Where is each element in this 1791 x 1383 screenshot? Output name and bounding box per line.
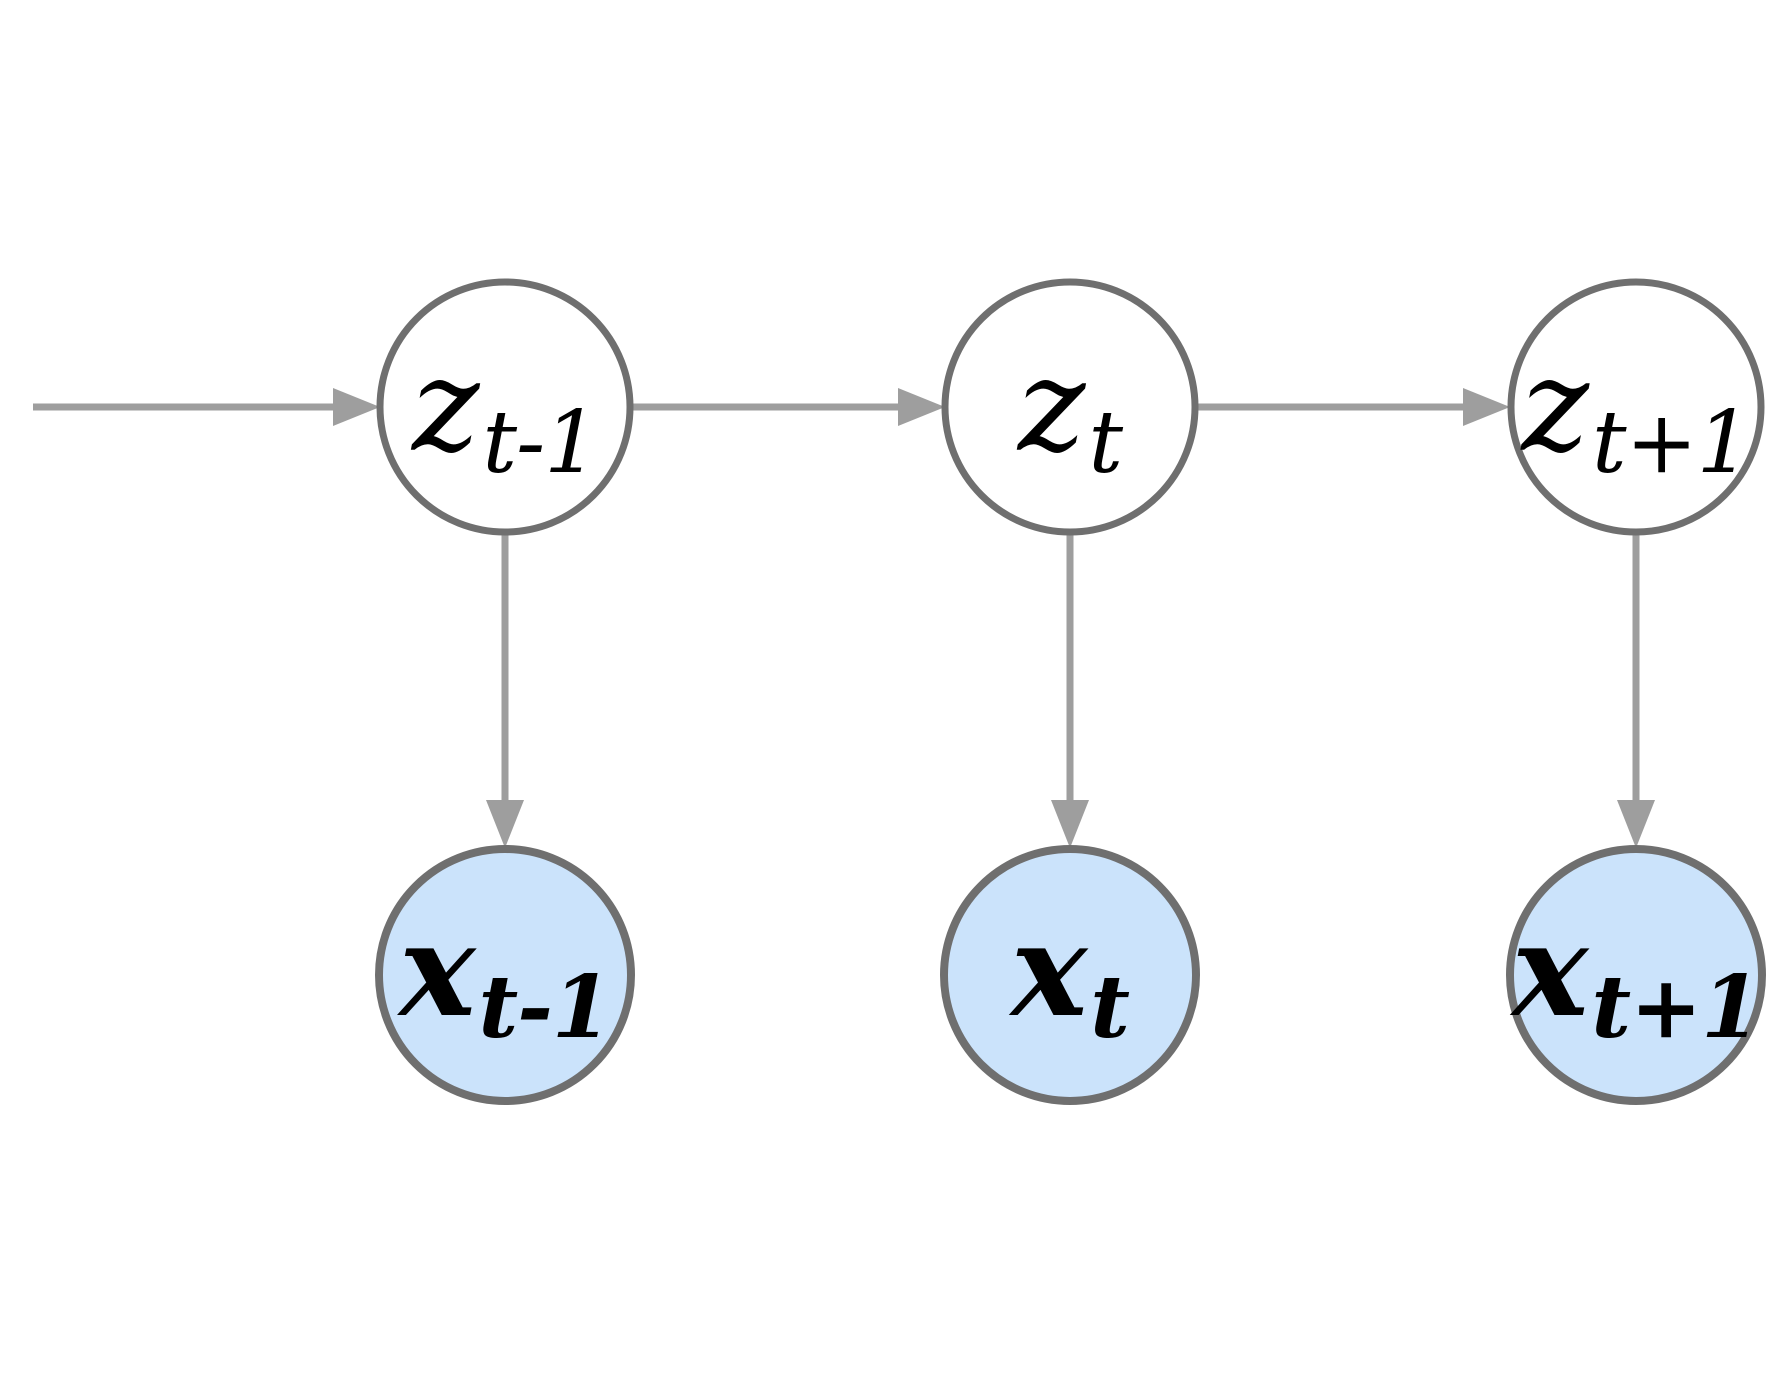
observed-node-x-t-minus-1 [375, 845, 635, 1105]
node-label-z-t-minus-1: zt-1 [355, 281, 655, 533]
edge-z-t-to-x-t [1051, 533, 1089, 848]
arrow-head-icon [1617, 800, 1655, 848]
variable-subscript: t-1 [478, 957, 612, 1058]
edge-z-t-minus-1-to-x-t-minus-1 [486, 533, 524, 848]
edge-z-t-minus-1-to-z-t [630, 388, 945, 426]
variable-subscript: t-1 [482, 393, 599, 493]
arrow-head-icon [486, 800, 524, 848]
observed-node-x-t-plus-1 [1506, 845, 1766, 1105]
variable-symbol: z [1521, 332, 1590, 481]
edge-z-t-plus-1-to-x-t-plus-1 [1617, 533, 1655, 848]
node-label-x-t-plus-1: xt+1 [1486, 845, 1786, 1097]
node-label-z-t-plus-1: zt+1 [1486, 281, 1786, 533]
variable-symbol: x [399, 896, 476, 1046]
latent-node-z-t-minus-1 [376, 278, 634, 536]
variable-symbol: x [1010, 896, 1088, 1046]
observed-node-x-t [940, 845, 1200, 1105]
edge-z-t-to-z-t-plus-1 [1195, 388, 1510, 426]
latent-node-z-t-plus-1 [1507, 278, 1765, 536]
edge-start-to-z-t-minus-1 [33, 388, 380, 426]
variable-symbol: z [1018, 332, 1086, 481]
variable-subscript: t [1088, 393, 1123, 493]
variable-symbol: x [1512, 896, 1589, 1046]
arrow-head-icon [898, 388, 945, 426]
variable-symbol: z [412, 332, 480, 481]
node-label-x-t: xt [920, 845, 1220, 1097]
arrow-head-icon [1463, 388, 1510, 426]
variable-subscript: t+1 [1591, 957, 1761, 1058]
arrow-head-icon [333, 388, 380, 426]
latent-node-z-t [941, 278, 1199, 536]
node-label-x-t-minus-1: xt-1 [355, 845, 655, 1097]
arrow-head-icon [1051, 800, 1089, 848]
variable-subscript: t+1 [1592, 393, 1751, 493]
variable-subscript: t [1090, 957, 1130, 1058]
node-label-z-t: zt [920, 281, 1220, 533]
